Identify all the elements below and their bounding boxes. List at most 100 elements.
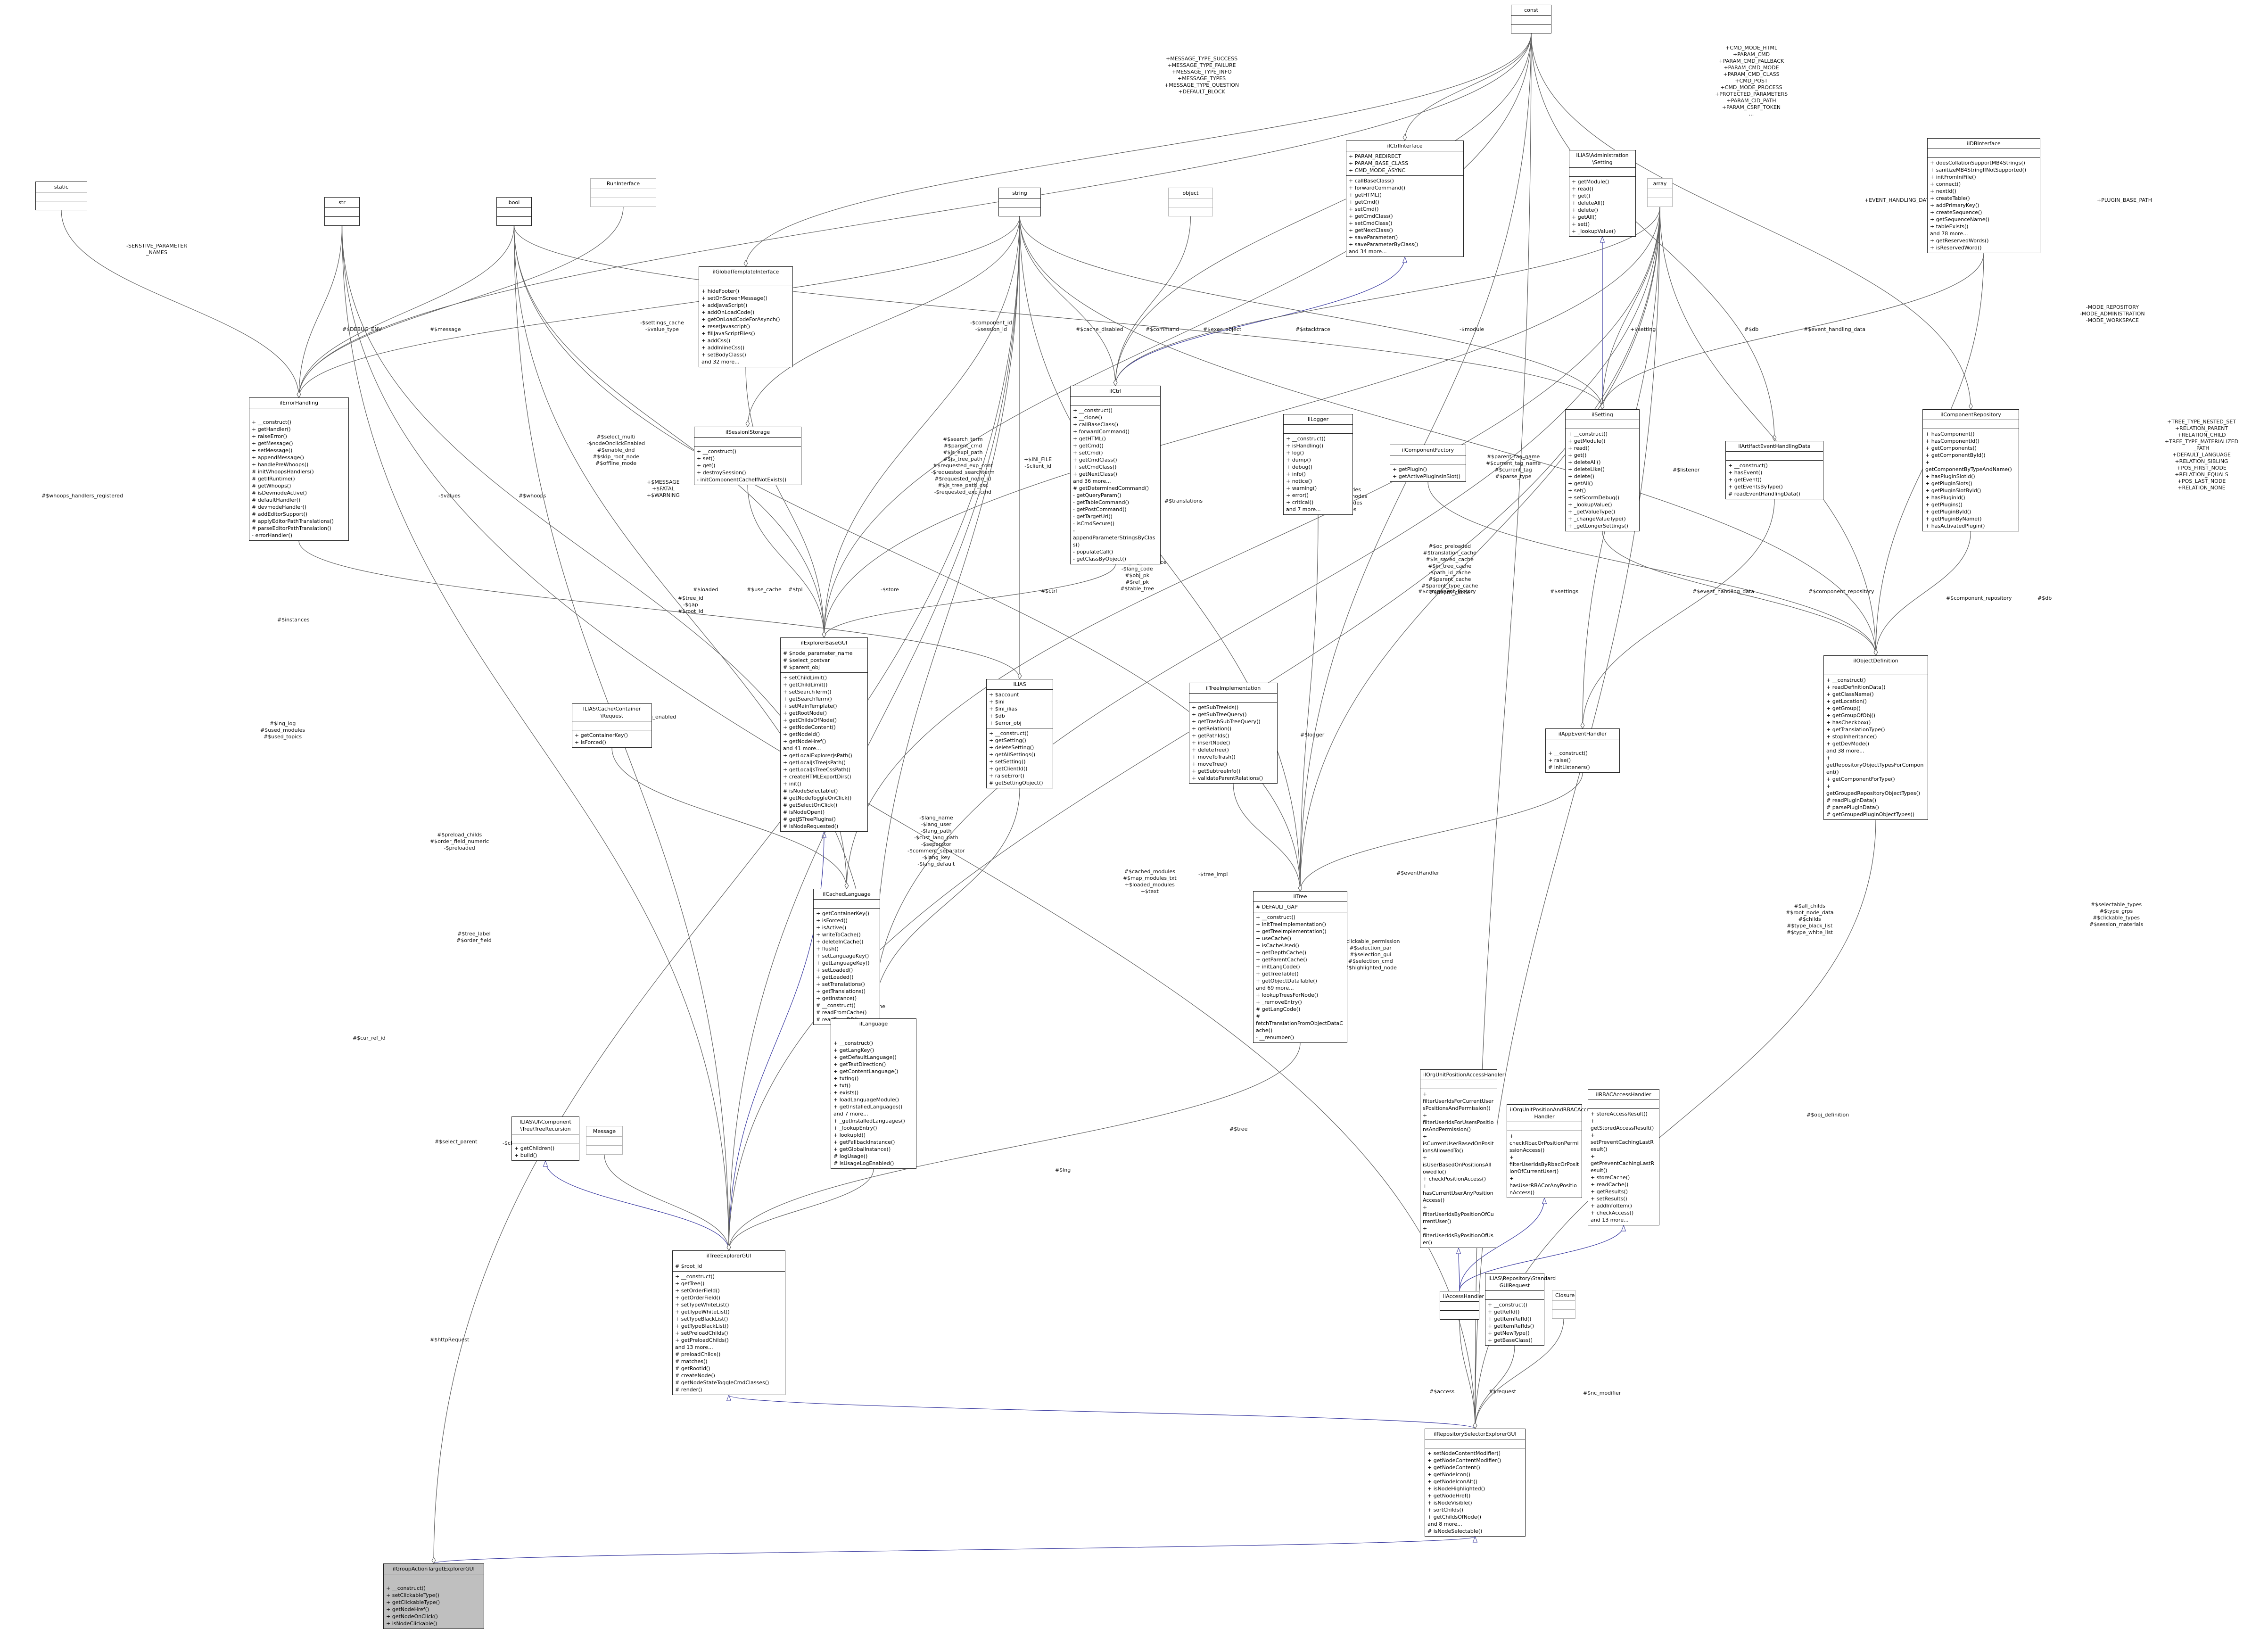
- class-reposel[interactable]: ilRepositorySelectorExplorerGUI+ setNode…: [1425, 1429, 1526, 1537]
- class-attributes: [249, 408, 348, 417]
- class-title: array: [1653, 181, 1667, 187]
- edge-label: #$loaded: [693, 587, 718, 593]
- class-closure[interactable]: Closure: [1552, 1290, 1575, 1319]
- method-row: # readPluginData(): [1826, 797, 1877, 803]
- class-attributes: [1546, 739, 1619, 748]
- edge-label: #$access: [1429, 1389, 1455, 1395]
- relation-access-reposel: [1459, 1319, 1477, 1429]
- class-methods: + __construct()+ getSetting()+ deleteSet…: [987, 728, 1053, 788]
- edge-label: #$stacktrace: [1295, 326, 1330, 332]
- class-artifact[interactable]: ilArtifactEventHandlingData+ __construct…: [1725, 441, 1823, 499]
- class-ictrl[interactable]: ilCtrl+ __construct()+ __clone()+ callBa…: [1070, 386, 1161, 564]
- class-explbase[interactable]: ilExplorerBaseGUI# $node_parameter_name#…: [780, 637, 868, 832]
- relation-comprepo-objdef: [1873, 531, 1971, 656]
- edge-label: #$select_multi -$nodeOnclickEnabled #$en…: [587, 434, 645, 466]
- method-row: + getContainerKey(): [575, 732, 628, 738]
- class-comprepo[interactable]: ilComponentRepository+ hasComponent()+ h…: [1922, 409, 2019, 531]
- method-row: + getSetting(): [989, 737, 1026, 744]
- method-row: + getChildsOfNode(): [783, 717, 837, 723]
- class-orgrbac[interactable]: ilOrgUnitPositionAndRBACAccess Handler+ …: [1507, 1104, 1595, 1198]
- method-row: + getCmdClass(): [1349, 213, 1393, 219]
- class-logger[interactable]: ilLogger+ __construct()+ isHandling()+ l…: [1283, 414, 1353, 515]
- method-row: # isNodeSelectable(): [1427, 1528, 1483, 1534]
- class-tree[interactable]: ilTree# DEFAULT_GAP+ __construct()+ init…: [1253, 891, 1347, 1043]
- class-lang[interactable]: ilLanguage+ __construct()+ getLangKey()+…: [831, 1018, 916, 1169]
- relation-object-ictrl: [1113, 216, 1191, 386]
- method-row: - getClassByObject(): [1073, 556, 1126, 562]
- method-row: + getEventsByType(): [1728, 484, 1783, 490]
- method-row: + set(): [1572, 221, 1590, 227]
- relation-string-explbase: [822, 216, 1020, 638]
- class-dbif[interactable]: ilDBInterface+ doesCollationSupportMB4St…: [1927, 138, 2040, 253]
- method-row: + __construct(): [1548, 750, 1588, 756]
- class-gtpl[interactable]: ilGlobalTemplateInterface+ hideFooter()+…: [699, 266, 793, 367]
- class-ictrlif[interactable]: ilCtrlInterface+ PARAM_REDIRECT+ PARAM_B…: [1346, 141, 1464, 257]
- relation-string-sess: [745, 216, 1020, 427]
- class-const[interactable]: const: [1511, 5, 1551, 33]
- class-str[interactable]: str: [324, 197, 360, 226]
- method-row: # preloadChilds(): [675, 1351, 721, 1357]
- method-row: + _removeEntry(): [1256, 999, 1302, 1005]
- relation-bool-explbase: [513, 225, 826, 638]
- method-row: and 34 more...: [1349, 248, 1387, 255]
- method-row: + isNodeVisible(): [1427, 1500, 1472, 1506]
- class-objdef[interactable]: ilObjectDefinition+ __construct()+ readD…: [1823, 655, 1928, 820]
- class-cachereq[interactable]: ILIAS\Cache\Container \Request+ getConta…: [572, 703, 652, 748]
- class-bool[interactable]: bool: [496, 197, 532, 226]
- class-errh[interactable]: ilErrorHandling+ __construct()+ getHandl…: [249, 397, 349, 541]
- relation-array-setting: [1600, 207, 1660, 410]
- class-sess[interactable]: ilSessionIStorage+ __construct()+ set()+…: [694, 427, 801, 485]
- class-treerec[interactable]: ILIAS\UI\Component \Tree\TreeRecursion+ …: [511, 1116, 579, 1161]
- method-row: + hasCurrentUserAnyPositionAccess(): [1423, 1183, 1493, 1203]
- method-row: + createTable(): [1930, 195, 1970, 201]
- method-row: + warning(): [1286, 485, 1317, 491]
- class-attributes: [1648, 189, 1672, 198]
- method-row: + handlePreWhoops(): [252, 462, 309, 468]
- method-row: + getPluginById(): [1925, 509, 1971, 515]
- method-row: + getTypeWhiteList(): [675, 1309, 730, 1315]
- class-appevent[interactable]: ilAppEventHandler+ __construct()+ raise(…: [1545, 728, 1620, 773]
- edge-label: -$values: [438, 493, 461, 499]
- class-access[interactable]: ilAccessHandler: [1440, 1291, 1484, 1320]
- edge-label: +MESSAGE_TYPE_SUCCESS +MESSAGE_TYPE_FAIL…: [1164, 56, 1239, 95]
- method-row: + hasComponent(): [1925, 431, 1975, 437]
- edge-label: #$translations: [1164, 498, 1203, 504]
- class-object[interactable]: object: [1168, 188, 1213, 216]
- relation-const-ictrl: [1113, 33, 1532, 386]
- class-compfactory[interactable]: ilComponentFactory+ getPlugin()+ getActi…: [1390, 445, 1466, 482]
- class-stdreq[interactable]: ILIAS\Repository\Standard GUIRequest+ __…: [1485, 1273, 1556, 1346]
- class-title: ilTreeExplorerGUI: [706, 1253, 751, 1259]
- method-row: + sortChilds(): [1427, 1507, 1464, 1513]
- method-row: + getNextClass(): [1349, 227, 1393, 233]
- method-row: + __construct(): [833, 1040, 873, 1046]
- method-row: and 38 more...: [1826, 748, 1864, 754]
- class-setting[interactable]: ilSetting+ __construct()+ getModule()+ r…: [1565, 409, 1640, 531]
- relation-lang-treeexpl: [726, 1168, 874, 1251]
- method-row: + nextId(): [1930, 188, 1956, 194]
- method-row: + tableExists(): [1930, 223, 1969, 230]
- method-row: + getModule(): [1568, 438, 1606, 444]
- class-attributes: [1569, 167, 1635, 176]
- class-ilias[interactable]: ILIAS+ $account+ $ini+ $ini_ilias+ $db+ …: [986, 679, 1053, 788]
- attribute-row: + $ini_ilias: [989, 706, 1017, 712]
- method-row: and 7 more...: [1286, 506, 1321, 513]
- class-cachedlang[interactable]: ilCachedLanguage+ getContainerKey()+ isF…: [813, 889, 880, 1025]
- attribute-row: + CMD_MODE_ASYNC: [1349, 167, 1406, 174]
- class-message[interactable]: Message: [586, 1126, 623, 1155]
- class-static[interactable]: static: [35, 182, 87, 210]
- method-row: + getLocalJsTreeJsPath(): [783, 760, 846, 766]
- method-row: + setTranslations(): [816, 981, 865, 987]
- class-rbac[interactable]: ilRBACAccessHandler+ storeAccessResult()…: [1588, 1089, 1659, 1225]
- class-array[interactable]: array: [1647, 178, 1673, 207]
- class-treeexpl[interactable]: ilTreeExplorerGUI# $root_id+ __construct…: [672, 1250, 785, 1395]
- class-runif[interactable]: RunInterface: [590, 178, 656, 207]
- method-row: - populateCall(): [1073, 549, 1113, 555]
- class-orgunit[interactable]: ilOrgUnitPositionAccessHandler+ filterUs…: [1420, 1069, 1504, 1248]
- class-string[interactable]: string: [998, 188, 1041, 216]
- class-adminsetting[interactable]: ILIAS\Administration \Setting+ getModule…: [1569, 150, 1636, 237]
- method-row: + storeCache(): [1591, 1174, 1630, 1181]
- edge-label: #$tpl: [788, 587, 803, 593]
- class-attributes: [831, 1029, 916, 1038]
- class-treeimpl[interactable]: ilTreeImplementation+ getSubTreeIds()+ g…: [1189, 683, 1278, 784]
- class-methods: + __construct()+ initTreeImplementation(…: [1254, 912, 1347, 1042]
